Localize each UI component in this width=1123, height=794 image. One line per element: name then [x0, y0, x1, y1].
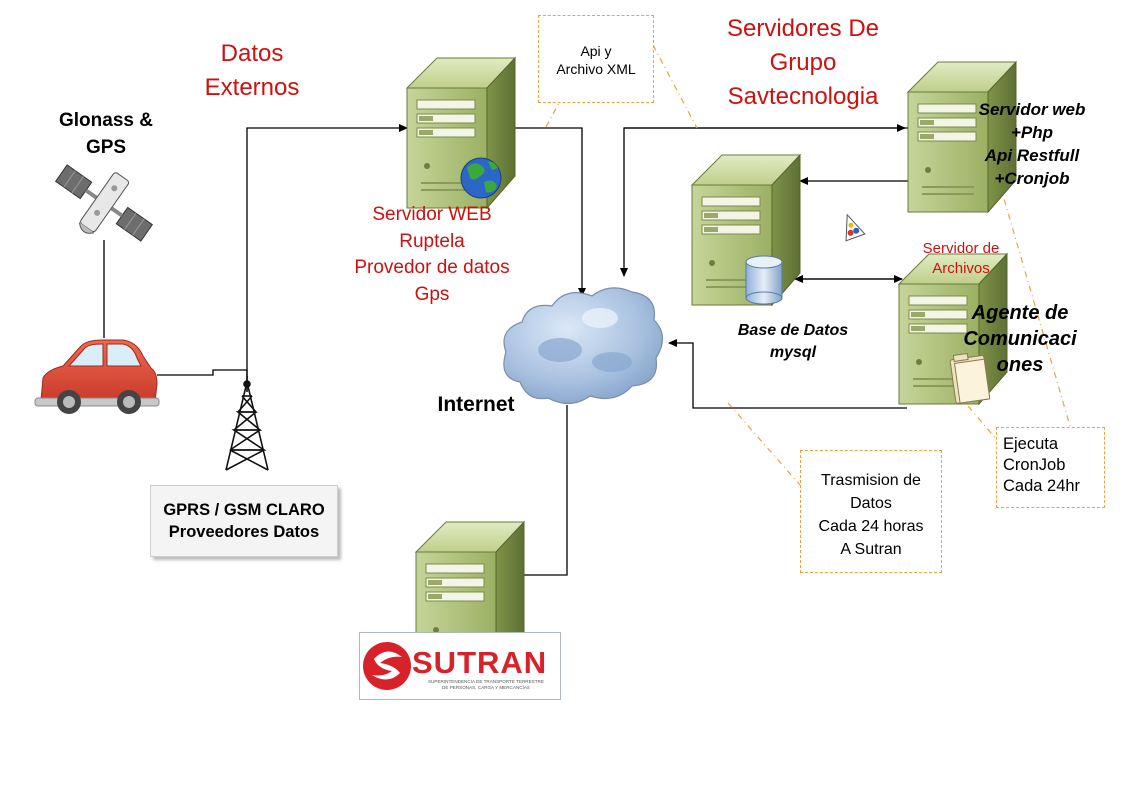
servidores-line-2: Grupo [769, 49, 837, 76]
gprs-line-2: Proveedores Datos [168, 523, 320, 541]
trasmision-line-3: Cada 24 horas [818, 518, 924, 535]
agent-line-3: ones [996, 354, 1044, 376]
callout-connectors [545, 44, 1071, 486]
database-line-1: Base de Datos [737, 322, 849, 339]
glonass-label: Glonass & GPS [48, 107, 164, 161]
antenna-tower-icon [225, 376, 269, 471]
connectors [103, 124, 910, 579]
database-line-2: mysql [769, 344, 817, 361]
file-server-label: Servidor de Archivos [906, 239, 1016, 279]
ejecuta-callout: Ejecuta CronJob Cada 24hr [996, 427, 1105, 508]
ruptela-line-3: Provedor de datos [354, 257, 510, 278]
database-icon [745, 255, 783, 305]
ejecuta-line-3: Cada 24hr [1003, 477, 1081, 495]
datos-externos-line-1: Datos [220, 40, 284, 67]
ruptela-line-4: Gps [414, 283, 450, 305]
sutran-wordmark: SUTRAN [412, 645, 548, 680]
database-label: Base de Datos mysql [715, 320, 871, 364]
php-line-3: Api Restfull [984, 146, 1080, 165]
api-line-2: Archivo XML [556, 61, 636, 77]
trasmision-callout: Trasmision de Datos Cada 24 horas A Sutr… [800, 450, 942, 573]
api-xml-callout: Api y Archivo XML [538, 15, 654, 103]
sutran-logo: SUTRAN SUPERINTENDENCIA DE TRANSPORTE TE… [359, 632, 561, 700]
palette-icon [845, 213, 866, 242]
internet-label: Internet [437, 393, 515, 416]
trasmision-line-2: Datos [850, 495, 892, 512]
glonass-line-2: GPS [85, 137, 127, 158]
gprs-line-1: GPRS / GSM CLARO [163, 501, 325, 519]
file-server-line-1: Servidor de [922, 240, 1000, 257]
folder-icon [949, 352, 991, 404]
satellite-icon [54, 164, 154, 242]
cloud-icon [503, 287, 664, 405]
agent-label: Agente de Comunicaci ones [950, 300, 1090, 378]
agent-line-1: Agente de [971, 302, 1069, 324]
php-line-2: +Php [1010, 123, 1054, 142]
trasmision-line-4: A Sutran [840, 541, 902, 558]
servidores-line-3: Savtecnologia [727, 83, 879, 110]
ruptela-server-label: Servidor WEB Ruptela Provedor de datos G… [336, 202, 528, 308]
agent-line-2: Comunicaci [963, 328, 1077, 350]
servidores-line-1: Servidores De [726, 15, 880, 42]
trasmision-line-1: Trasmision de [821, 472, 921, 489]
datos-externos-line-2: Externos [204, 74, 300, 101]
api-line-1: Api y [580, 43, 612, 59]
gprs-provider-box: GPRS / GSM CLARO Proveedores Datos [150, 485, 338, 557]
sutran-emblem-icon [363, 642, 411, 690]
php-line-4: +Cronjob [994, 169, 1070, 188]
ruptela-line-2: Ruptela [399, 230, 465, 252]
glonass-line-1: Glonass & [59, 110, 153, 131]
car-icon [34, 339, 160, 414]
file-server-line-2: Archivos [932, 260, 990, 277]
ruptela-line-1: Servidor WEB [372, 204, 492, 225]
sutran-subtitle-line-1: SUPERINTENDENCIA DE TRANSPORTE TERRESTRE [428, 679, 544, 684]
sutran-subtitle: SUPERINTENDENCIA DE TRANSPORTE TERRESTRE… [416, 679, 556, 690]
php-server-label: Servidor web +Php Api Restfull +Cronjob [962, 98, 1102, 190]
datos-externos-title: Datos Externos [190, 37, 314, 105]
ejecuta-line-2: CronJob [1003, 456, 1066, 474]
sutran-subtitle-line-2: DE PERSONAS, CARGA Y MERCANCÍAS [442, 684, 530, 690]
php-line-1: Servidor web [978, 100, 1086, 119]
servidores-grupo-title: Servidores De Grupo Savtecnologia [704, 12, 902, 114]
ejecuta-line-1: Ejecuta [1003, 435, 1059, 453]
globe-icon [460, 157, 502, 199]
